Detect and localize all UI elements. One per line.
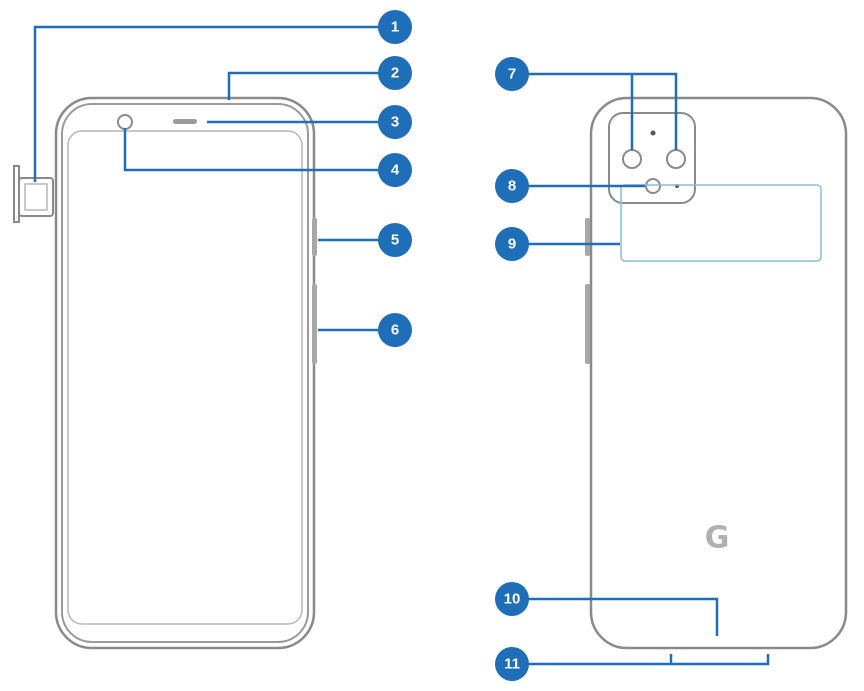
callout-7: 7 — [495, 57, 529, 91]
callout-8: 8 — [495, 169, 529, 203]
rear-camera-right — [666, 149, 686, 169]
back-volume-button — [585, 284, 590, 364]
microphone-dot — [650, 130, 656, 136]
front-volume-button — [312, 284, 317, 364]
callout-10: 10 — [495, 582, 529, 616]
callout-6: 6 — [378, 313, 412, 347]
callout-badges: 1 2 3 4 5 6 7 8 — [378, 10, 529, 681]
callout-9: 9 — [495, 227, 529, 261]
callout-4: 4 — [378, 153, 412, 187]
leader-11 — [512, 654, 770, 666]
leader-2 — [227, 71, 395, 100]
svg-text:8: 8 — [508, 178, 516, 195]
callout-2: 2 — [378, 56, 412, 90]
svg-text:6: 6 — [391, 322, 399, 339]
leader-4 — [123, 128, 395, 172]
front-bezel — [61, 103, 309, 643]
sim-tray — [13, 165, 54, 223]
svg-text:7: 7 — [508, 66, 516, 83]
front-view — [13, 96, 317, 650]
svg-text:2: 2 — [391, 65, 399, 82]
flash — [645, 178, 661, 194]
front-camera — [117, 114, 133, 130]
callout-11: 11 — [495, 647, 529, 681]
leader-10 — [512, 597, 719, 636]
callout-3: 3 — [378, 105, 412, 139]
svg-text:3: 3 — [391, 114, 399, 131]
svg-text:11: 11 — [504, 656, 520, 673]
leader-lines — [33, 25, 770, 666]
front-screen — [67, 130, 303, 625]
callout-5: 5 — [378, 223, 412, 257]
earpiece-speaker — [173, 119, 197, 124]
svg-text:10: 10 — [504, 591, 521, 608]
callout-1: 1 — [378, 10, 412, 44]
front-power-button — [312, 218, 317, 256]
google-logo: G — [705, 521, 730, 556]
svg-text:5: 5 — [391, 232, 399, 249]
leader-7 — [512, 72, 678, 150]
back-body — [589, 96, 848, 650]
svg-text:1: 1 — [391, 19, 399, 36]
front-body — [54, 96, 316, 650]
svg-text:9: 9 — [508, 236, 516, 253]
label-area — [620, 184, 822, 262]
back-power-button — [585, 218, 590, 256]
camera-module — [608, 112, 696, 204]
svg-text:4: 4 — [391, 162, 400, 179]
back-view: G — [585, 96, 848, 650]
leader-1 — [33, 25, 395, 182]
rear-camera-left — [622, 149, 642, 169]
